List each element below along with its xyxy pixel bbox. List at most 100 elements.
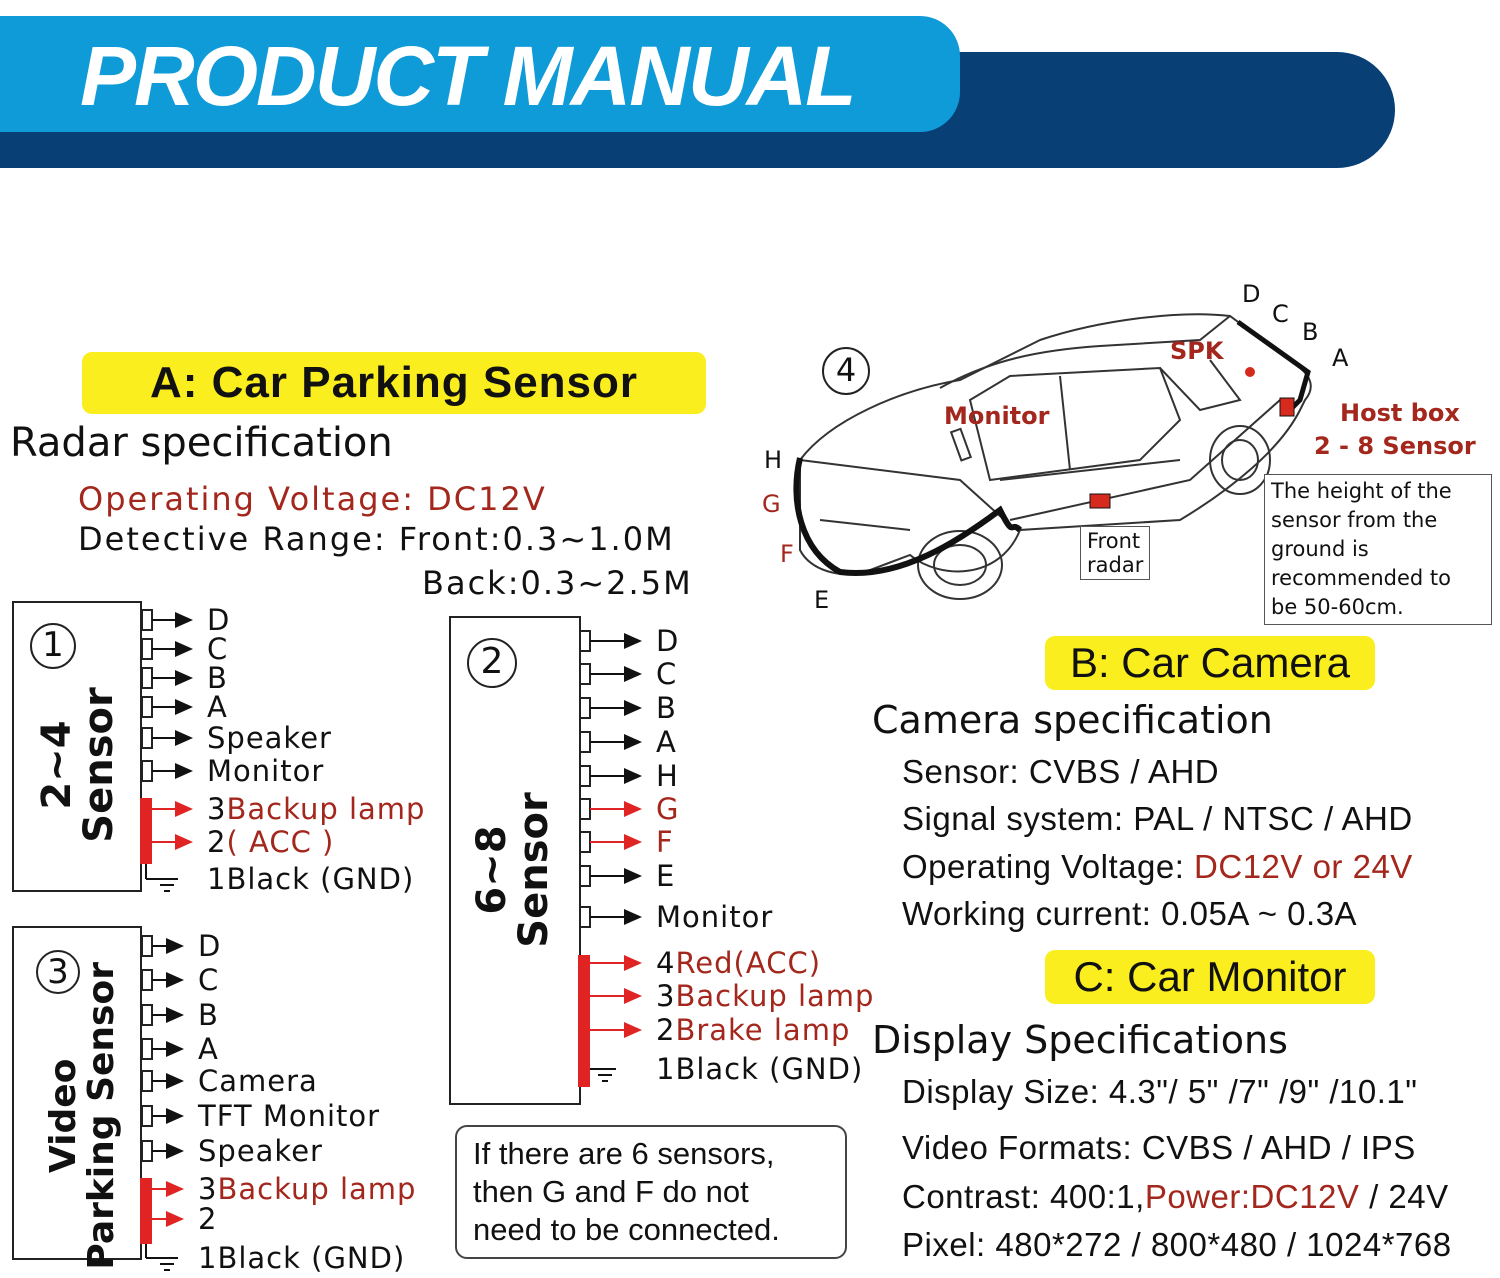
rear-sensor-label-b: B	[1302, 318, 1319, 346]
diagram1-wire-text-2: B	[207, 661, 228, 695]
sensor-height-note: The height of the sensor from the ground…	[1264, 474, 1492, 625]
diagram1-arrow-5	[175, 763, 193, 779]
diagram2-wire-num-10: 3	[656, 979, 676, 1013]
diagram3-wire-label-2: B	[198, 1001, 219, 1030]
diagram1-wire-text-0: D	[207, 603, 231, 637]
diagram2-wire-text-8: Monitor	[656, 900, 774, 934]
diagram1-wire-num-7: 2	[207, 825, 227, 859]
diagram1-wire-text-7: ( ACC )	[226, 825, 335, 859]
diagram2-arrow-11	[624, 1022, 642, 1038]
section-b-heading: B: Car Camera	[1045, 636, 1375, 690]
diagram3-wire-text-1: C	[198, 963, 220, 997]
camera-signal-system: Signal system: PAL / NTSC / AHD	[902, 800, 1413, 837]
diagram3-label-line2: Parking Sensor	[81, 962, 122, 1270]
car-diagram-number: 4	[822, 347, 870, 395]
diagram3-wire-text-4: Camera	[198, 1064, 318, 1098]
section-c-heading: C: Car Monitor	[1045, 950, 1375, 1004]
diagram1-power-bundle	[140, 798, 152, 864]
diagram3-ground-symbol	[145, 1242, 178, 1271]
diagram2-pin-5	[579, 798, 591, 820]
front-sensor-label-h: H	[764, 446, 783, 474]
diagram3-wire-num-7: 3	[198, 1172, 218, 1206]
camera-current: Working current: 0.05A ~ 0.3A	[902, 895, 1358, 932]
radar-spec-heading: Radar specification	[10, 420, 393, 466]
diagram1-arrow-7	[175, 834, 193, 850]
diagram1-arrow-0	[175, 612, 193, 628]
diagram3-wire-label-3: A	[198, 1035, 219, 1064]
diagram1-box: 1 2~4 Sensor	[12, 601, 142, 892]
diagram2-wire-label-4: H	[656, 762, 679, 791]
diagram2-wire-text-9: Red(ACC)	[675, 946, 822, 980]
diagram2-arrow-7	[624, 868, 642, 884]
front-radar-callout: Front radar	[1080, 526, 1151, 580]
diagram1-wire-label-6: 3Backup lamp	[207, 795, 425, 824]
diagram1-label-line2: Sensor	[76, 687, 122, 843]
diagram2-wire-label-9: 4Red(ACC)	[656, 949, 821, 978]
front-radar-line2: radar	[1087, 553, 1144, 577]
diagram3-wire-label-4: Camera	[198, 1067, 318, 1096]
diagram2-arrow-0	[624, 633, 642, 649]
diagram3-wire-text-3: A	[198, 1032, 219, 1066]
power-label: Power:	[1144, 1178, 1251, 1215]
diagram3-wire-text-0: D	[198, 929, 222, 963]
diagram2-wire-label-8: Monitor	[656, 903, 773, 932]
diagram2-wire-label-6: F	[656, 828, 674, 857]
diagram3-box: 3 Video Parking Sensor	[12, 926, 142, 1270]
diagram3-wire-num-9: 1	[198, 1241, 218, 1275]
sensor-range-label: 2 - 8 Sensor	[1314, 432, 1476, 460]
diagram2-wire-text-11: Brake lamp	[675, 1013, 851, 1047]
diagram3-wire-label-0: D	[198, 932, 221, 961]
diagram1-wire-label-2: B	[207, 664, 228, 693]
diagram3-wire-num-8: 2	[198, 1202, 218, 1236]
diagram3-label-line1: Video	[43, 1058, 85, 1174]
diagram2-arrow-8	[624, 909, 642, 925]
diagram2-pin-0	[579, 630, 591, 652]
six-sensor-note: If there are 6 sensors, then G and F do …	[455, 1125, 847, 1259]
diagram2-wire-label-1: C	[656, 660, 677, 689]
diagram2-wire-text-12: Black (GND)	[675, 1052, 864, 1086]
diagram2-arrow-9	[624, 955, 642, 971]
video-formats: Video Formats: CVBS / AHD / IPS	[902, 1129, 1416, 1166]
diagram3-arrow-0	[166, 938, 184, 954]
diagram2-wire-label-11: 2Brake lamp	[656, 1016, 850, 1045]
diagram1-wire-label-1: C	[207, 635, 228, 664]
power-alt: / 24V	[1359, 1178, 1449, 1215]
display-spec-heading: Display Specifications	[872, 1018, 1288, 1062]
diagram2-wire-text-10: Backup lamp	[675, 979, 875, 1013]
host-box-label: Host box	[1340, 399, 1460, 427]
diagram1-wire-label-3: A	[207, 693, 228, 722]
radar-range-front: Detective Range: Front:0.3~1.0M	[78, 520, 675, 558]
diagram3-arrow-7	[166, 1181, 184, 1197]
diagram3-arrow-5	[166, 1108, 184, 1124]
diagram2-wire-text-5: G	[656, 792, 680, 826]
diagram3-wire-label-8: 2	[198, 1205, 217, 1234]
diagram2-wire-num-11: 2	[656, 1013, 676, 1047]
diagram3-wire-text-7: Backup lamp	[217, 1172, 417, 1206]
diagram3-pin-3	[141, 1038, 153, 1060]
diagram2-wire-num-9: 4	[656, 946, 676, 980]
diagram3-pin-5	[141, 1105, 153, 1127]
diagram3-label: Video Parking Sensor	[43, 961, 122, 1271]
diagram2-arrow-5	[624, 801, 642, 817]
diagram2-pin-7	[579, 865, 591, 887]
front-sensor-label-f: F	[780, 540, 794, 568]
diagram3-arrow-4	[166, 1073, 184, 1089]
diagram2-arrow-3	[624, 734, 642, 750]
front-sensor-label-e: E	[814, 586, 830, 614]
section-a-heading: A: Car Parking Sensor	[82, 352, 706, 414]
diagram1-wire-label-0: D	[207, 606, 230, 635]
pixel-resolutions: Pixel: 480*272 / 800*480 / 1024*768	[902, 1226, 1452, 1263]
front-radar-line1: Front	[1087, 529, 1141, 553]
diagram3-arrow-2	[166, 1007, 184, 1023]
rear-sensor-label-a: A	[1332, 344, 1349, 372]
camera-voltage: Operating Voltage: DC12V or 24V	[902, 848, 1413, 886]
diagram3-number: 3	[36, 950, 80, 994]
diagram2-wire-text-2: B	[656, 691, 677, 725]
banner-background-light	[0, 16, 960, 132]
diagram3-wire-arrows	[141, 935, 184, 1271]
height-note-line3: ground is	[1271, 537, 1369, 561]
diagram2-wire-text-4: H	[656, 759, 679, 793]
diagram3-arrow-1	[166, 972, 184, 988]
diagram3-arrow-8	[166, 1211, 184, 1227]
car-illustration	[793, 313, 1312, 600]
